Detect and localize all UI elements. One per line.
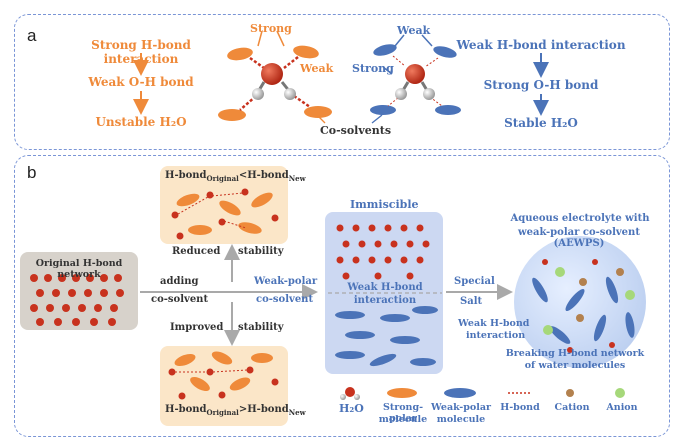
weak-hbond-interaction-line1: Weak H-bond xyxy=(347,282,423,293)
right-chain-weak-hbond: Weak H-bond interaction xyxy=(456,38,626,52)
weak-hbond-2-line1: Weak H-bond xyxy=(458,318,530,329)
legend-icons xyxy=(340,387,625,400)
hbond-improved-comparison: H-bondOriginal>H-bondNew xyxy=(165,404,306,417)
hbond-sub-new-1: New xyxy=(288,174,306,183)
reduced-stability-molecules xyxy=(171,188,279,240)
immiscible-label: Immiscible xyxy=(350,198,419,211)
hbond-word-3: H-bond xyxy=(165,404,207,415)
aewps-sphere xyxy=(514,236,646,368)
cosolvent-label: co-solvent xyxy=(151,294,209,305)
panel-b-frame xyxy=(14,155,670,437)
hbond-word-2: H-bond xyxy=(247,170,289,181)
greater-than: > xyxy=(238,404,248,415)
immiscible-molecules xyxy=(328,224,442,367)
weak-polar-label: Weak-polar xyxy=(254,276,318,287)
reduced-label: Reduced xyxy=(172,246,221,257)
hbond-sub-original-1: Original xyxy=(206,174,239,183)
less-than: < xyxy=(238,170,248,181)
breaking-line2: of water molecules xyxy=(524,360,626,371)
right-chain-stable-h2o: Stable H₂O xyxy=(504,116,578,130)
strong-label-left: Strong xyxy=(250,22,292,35)
legend-anion: Anion xyxy=(606,402,638,413)
original-network-label: Original H-bond network xyxy=(35,258,123,280)
panel-a-frame xyxy=(14,14,670,150)
special-label: Special xyxy=(454,276,495,287)
hbond-reduced-comparison: H-bondOriginal<H-bondNew xyxy=(165,170,306,183)
weak-polar-cosolvent-label: co-solvent xyxy=(256,294,314,305)
left-chain-weak-oh: Weak O-H bond xyxy=(88,75,194,89)
aewps-title-line1: Aqueous electrolyte with xyxy=(510,213,650,224)
water-molecule-strong xyxy=(218,30,332,121)
weak-label-right: Weak xyxy=(397,24,431,37)
adding-label: adding xyxy=(160,276,199,287)
legend-strong-polar-2: molecule xyxy=(378,414,428,425)
legend-hbond: H-bond xyxy=(500,402,540,413)
legend-weak-polar-1: Weak-polar xyxy=(431,402,491,413)
salt-label: Salt xyxy=(460,296,483,307)
breaking-line1: Breaking H-bond network xyxy=(505,348,645,359)
water-molecule-weak xyxy=(370,34,461,115)
strong-label-right: Strong xyxy=(352,62,394,75)
left-chain-unstable-h2o: Unstable H₂O xyxy=(95,115,187,129)
panel-b-label: b xyxy=(27,163,37,182)
right-chain-strong-oh: Strong O-H bond xyxy=(483,78,599,92)
stability-bottom-label: stability xyxy=(238,322,284,333)
hbond-sub-new-2: New xyxy=(288,408,306,417)
aewps-title-line2: weak-polar co-solvent (AEWPS) xyxy=(518,227,640,249)
panel-a-label: a xyxy=(27,26,37,45)
weak-hbond-interaction-line2: interaction xyxy=(353,295,417,306)
hbond-word-1: H-bond xyxy=(165,170,207,181)
original-network-molecules xyxy=(30,274,124,326)
weak-hbond-2-line2: interaction xyxy=(466,330,526,341)
hbond-sub-original-2: Original xyxy=(206,408,239,417)
cosolvents-label: Co-solvents xyxy=(320,124,392,137)
improved-label: Improved xyxy=(170,322,224,333)
legend-strong-polar-1: Strong-polar xyxy=(382,402,424,424)
stability-top-label: stability xyxy=(238,246,284,257)
legend-h2o: H₂O xyxy=(339,402,364,415)
improved-stability-molecules xyxy=(168,351,279,400)
hbond-word-4: H-bond xyxy=(247,404,289,415)
legend-cation: Cation xyxy=(554,402,590,413)
weak-label-left: Weak xyxy=(300,62,334,75)
legend-weak-polar-2: molecule xyxy=(436,414,486,425)
